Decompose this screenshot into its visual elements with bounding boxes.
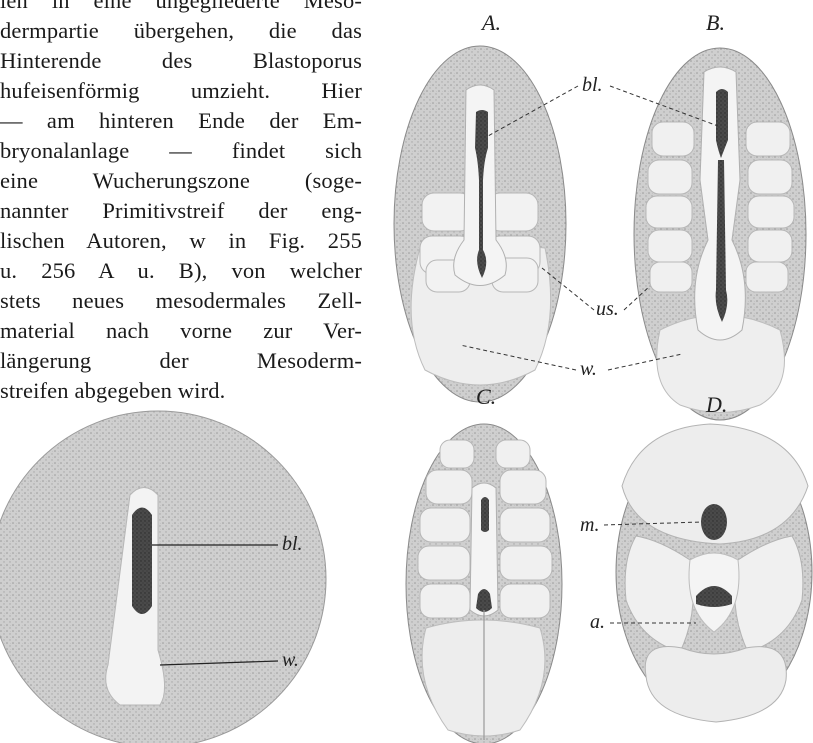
label-w-left: w. bbox=[282, 649, 299, 671]
figure-blastodisc bbox=[0, 411, 326, 743]
label-bl-top: bl. bbox=[582, 74, 603, 96]
label-bl-left: bl. bbox=[282, 533, 303, 555]
panel-label-a: A. bbox=[480, 10, 501, 35]
figure-d bbox=[616, 424, 812, 722]
label-us: us. bbox=[596, 298, 619, 320]
panel-label-d: D. bbox=[705, 392, 727, 417]
label-m: m. bbox=[580, 514, 599, 536]
label-a: a. bbox=[590, 611, 605, 633]
figure-a bbox=[394, 46, 566, 402]
label-w-top: w. bbox=[580, 358, 597, 380]
panel-label-b: B. bbox=[706, 10, 725, 35]
panel-label-c: C. bbox=[476, 384, 496, 409]
figure-b bbox=[634, 48, 806, 420]
figure-c bbox=[406, 424, 562, 743]
